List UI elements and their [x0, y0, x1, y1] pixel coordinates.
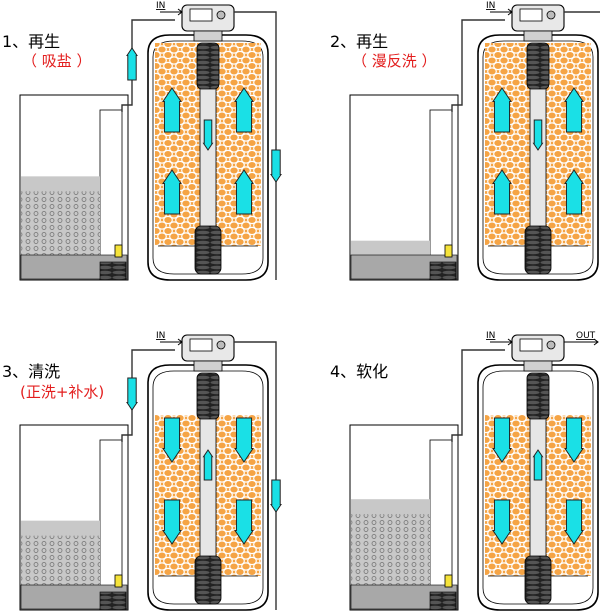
riser-flow-arrow	[532, 119, 544, 151]
flow-arrow-bottom-left	[492, 499, 512, 545]
drain-pipe	[564, 11, 600, 13]
flow-arrow-bottom-right	[234, 169, 254, 215]
flow-arrow-bottom-right	[564, 499, 584, 545]
brine-line	[121, 349, 175, 442]
flow-arrow-bottom-left	[492, 169, 512, 215]
valve-display	[519, 338, 543, 352]
brine-water	[351, 240, 430, 255]
inlet-label: IN	[156, 331, 165, 341]
valve-neck	[523, 360, 553, 372]
outlet-arrow-head	[593, 338, 599, 346]
flow-arrow-top-left	[162, 87, 182, 133]
flow-arrow-bottom-right	[234, 499, 254, 545]
valve-display	[189, 338, 213, 352]
salt-bed	[21, 535, 100, 585]
valve-knob	[216, 340, 226, 350]
inlet-arrow-head	[507, 338, 513, 346]
valve-knob	[216, 10, 226, 20]
inlet-label: IN	[486, 1, 495, 11]
step-3-subtitle: (正洗+补水)	[20, 383, 105, 401]
panel-4: IN OUT	[349, 331, 599, 611]
salt-bed	[21, 191, 100, 255]
flow-arrow-top-left	[162, 417, 182, 463]
brine-grill	[429, 261, 457, 281]
brine-line	[451, 19, 505, 112]
valve-knob	[546, 340, 556, 350]
flow-arrow-top-left	[492, 87, 512, 133]
inlet-arrow-head	[507, 8, 513, 16]
panel-3: IN	[19, 331, 282, 611]
top-distributor	[196, 372, 220, 420]
flow-arrow-top-right	[564, 87, 584, 133]
bottom-distributor	[194, 225, 222, 275]
panel-2: IN	[349, 1, 600, 281]
riser-flow-arrow	[202, 449, 214, 481]
outlet-label: OUT	[576, 331, 596, 341]
step-1-title: 1、再生	[2, 32, 61, 51]
bottom-distributor	[524, 225, 552, 275]
float-valve	[444, 244, 453, 258]
brine-line-arrow	[126, 377, 138, 411]
flow-arrow-top-right	[234, 87, 254, 133]
bottom-distributor	[194, 555, 222, 605]
drain-arrow	[270, 479, 282, 513]
inlet-arrow-head	[177, 8, 183, 16]
top-distributor	[526, 372, 550, 420]
valve-neck	[193, 30, 223, 42]
float-valve	[444, 574, 453, 588]
flow-arrow-bottom-left	[162, 169, 182, 215]
valve-neck	[523, 30, 553, 42]
valve-display	[189, 8, 213, 22]
flow-arrow-bottom-right	[564, 169, 584, 215]
panel-1: IN	[19, 1, 282, 281]
riser-flow-arrow	[202, 119, 214, 151]
drain-arrow	[270, 149, 282, 183]
flow-arrow-bottom-left	[162, 499, 182, 545]
bottom-distributor	[524, 555, 552, 605]
step-4-title: 4、软化	[330, 362, 389, 381]
inlet-label: IN	[486, 331, 495, 341]
brine-line	[121, 19, 175, 112]
drain-pipe	[234, 11, 277, 280]
step-3-title: 3、清洗	[2, 362, 61, 381]
brine-grill	[99, 591, 127, 611]
brine-line-arrow	[126, 47, 138, 81]
step-2-subtitle: （ 漫反洗 ）	[352, 52, 437, 70]
salt-bed	[351, 514, 430, 585]
valve-neck	[193, 360, 223, 372]
flow-arrow-top-left	[492, 417, 512, 463]
flow-arrow-top-right	[234, 417, 254, 463]
float-valve	[114, 574, 123, 588]
valve-display	[519, 8, 543, 22]
flow-arrow-top-right	[564, 417, 584, 463]
brine-grill	[429, 591, 457, 611]
inlet-label: IN	[156, 1, 165, 11]
top-distributor	[526, 42, 550, 90]
drain-pipe	[234, 341, 277, 610]
riser-flow-arrow	[532, 449, 544, 481]
brine-line	[451, 349, 505, 442]
float-valve	[114, 244, 123, 258]
step-2-title: 2、再生	[330, 32, 389, 51]
valve-knob	[546, 10, 556, 20]
step-1-subtitle: （ 吸盐 ）	[22, 52, 92, 70]
inlet-arrow-head	[177, 338, 183, 346]
brine-grill	[99, 261, 127, 281]
top-distributor	[196, 42, 220, 90]
